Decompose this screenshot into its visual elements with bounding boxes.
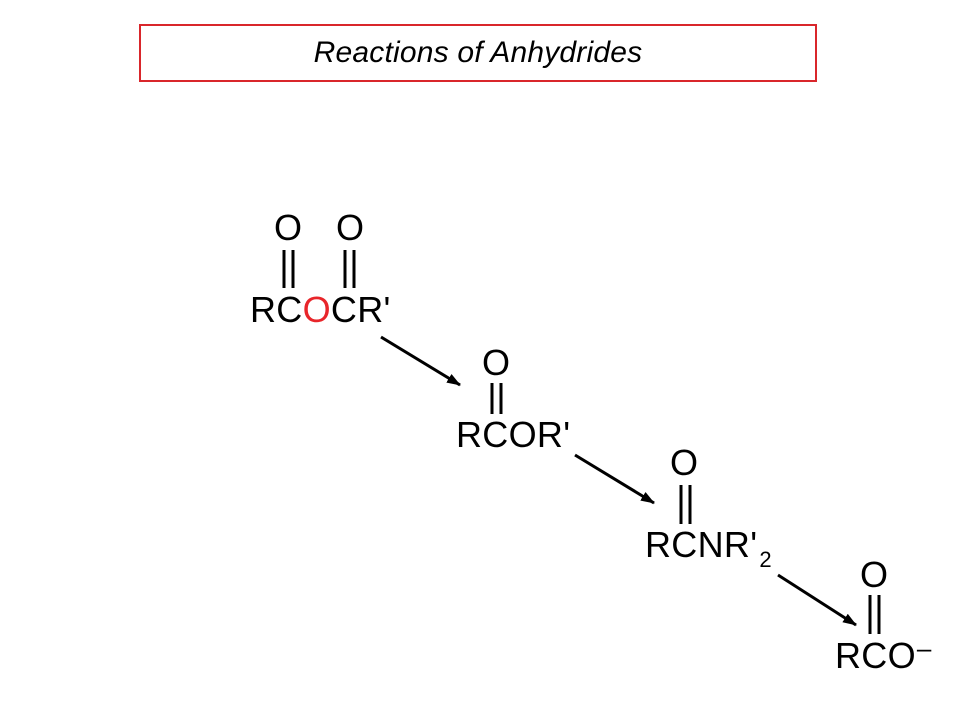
anhydride-formula-part-1: RC [250,289,303,330]
arrow-ester-to-amide [574,453,655,505]
slide-title: Reactions of Anhydrides [313,36,643,69]
carboxylate-charge: – [916,633,932,663]
amide-formula-text: RCNR' [645,524,758,565]
amide-subscript: 2 [759,547,772,572]
anhydride-carbonyl-oxygen-1: O [274,207,303,248]
ester-carbonyl-oxygen: O [482,342,511,383]
arrow-anhydride-to-ester [380,335,461,387]
anhydride-formula: RCOCR' [250,290,391,330]
anhydride-bridging-oxygen: O [302,289,331,330]
title-box: Reactions of Anhydrides [139,24,817,82]
anhydride-carbonyl-oxygen-2: O [336,207,365,248]
carboxylate-formula: RCO– [835,633,932,679]
ester-formula-text: RCOR' [456,414,571,455]
amide-carbonyl-oxygen: O [670,442,699,483]
carboxylate-formula-text: RCO [835,635,916,676]
ester-formula: RCOR' [456,415,570,455]
anhydride-formula-part-3: CR' [330,289,391,330]
carboxylate-carbonyl-oxygen: O [860,554,889,595]
arrow-amide-to-carboxylate [777,573,857,627]
amide-formula: RCNR'2 [645,524,772,573]
